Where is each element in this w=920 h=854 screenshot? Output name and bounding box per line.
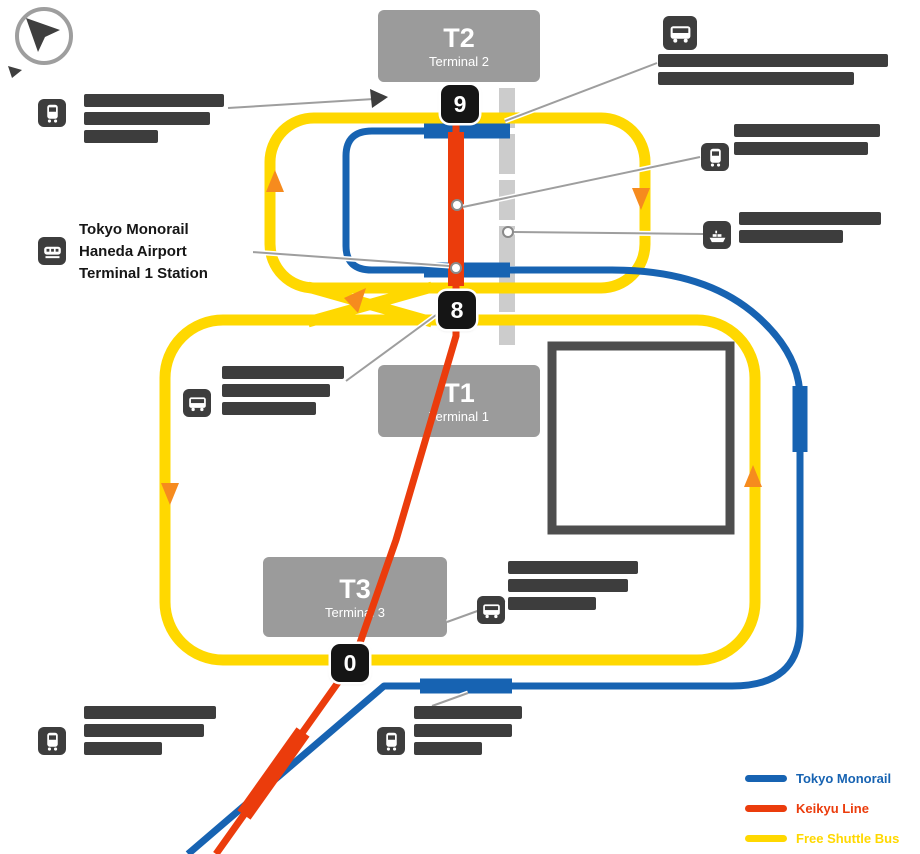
bus-icon <box>183 389 211 417</box>
monorail-icon <box>38 237 66 265</box>
ship-icon <box>703 221 731 249</box>
train-icon <box>38 727 66 755</box>
terminal-2-name: Terminal 2 <box>429 53 489 69</box>
station-number-8: 8 <box>438 291 476 329</box>
station-number-9: 9 <box>441 85 479 123</box>
ferry-terminal-label-redacted <box>739 212 881 248</box>
legend-label-keikyu: Keikyu Line <box>796 800 869 816</box>
station-number-0-label: 0 <box>343 649 357 676</box>
monorail-line-swatch <box>745 774 787 782</box>
shuttle-bus-line-swatch <box>745 834 787 842</box>
legend-item-shuttle: Free Shuttle Bus <box>745 830 900 846</box>
legend-item-monorail: Tokyo Monorail <box>745 770 899 786</box>
legend-label-monorail: Tokyo Monorail <box>796 770 892 786</box>
monorail-terminal-1-station-label: Tokyo Monorail Haneda Airport Terminal 1… <box>73 215 253 289</box>
keikyu-station-label-redacted <box>734 124 880 160</box>
bus-stop-label-redacted <box>222 366 344 420</box>
legend-item-keikyu: Keikyu Line <box>745 800 899 816</box>
compass-icon <box>8 4 76 78</box>
legend-label-shuttle: Free Shuttle Bus <box>796 830 900 846</box>
station-number-9-label: 9 <box>453 90 467 117</box>
train-icon <box>701 143 729 171</box>
airport-limousine-bus-label-redacted <box>658 54 888 90</box>
train-icon <box>377 727 405 755</box>
terminal-2-station-label-redacted <box>84 94 224 148</box>
legend: Tokyo Monorail Keikyu Line Free Shuttle … <box>745 771 899 854</box>
bus-icon <box>663 16 697 50</box>
train-icon <box>38 99 66 127</box>
bus-icon <box>477 596 505 624</box>
label-line: Terminal 1 Station <box>79 265 208 282</box>
station-number-8-label: 8 <box>450 296 464 323</box>
station-number-0: 0 <box>331 644 369 682</box>
label-line: Haneda Airport <box>79 243 187 260</box>
keikyu-line-swatch <box>745 804 787 812</box>
terminal-2-building: T2 Terminal 2 <box>378 10 540 82</box>
station-label-redacted <box>84 706 216 760</box>
label-line: Tokyo Monorail <box>79 221 189 238</box>
station-label-redacted <box>414 706 522 760</box>
terminal-2-code: T2 <box>443 22 475 53</box>
terminal-3-bus-stop-label-redacted <box>508 561 638 615</box>
compass-mark <box>8 66 22 78</box>
